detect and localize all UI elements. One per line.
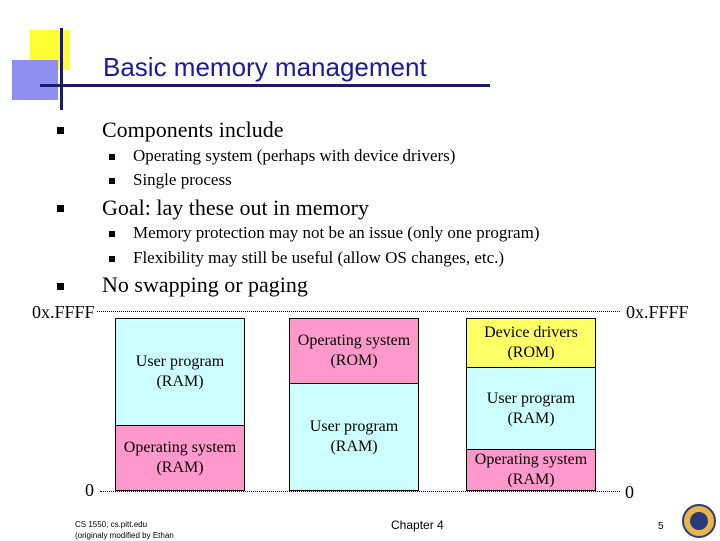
layout1-user-program-label: User program(RAM) — [135, 353, 225, 390]
decor-blue-square — [12, 60, 58, 100]
bullet-goal: Goal: lay these out in memory — [102, 195, 369, 220]
sub-bullet-marker — [109, 256, 115, 262]
decor-horizontal-line — [40, 84, 490, 87]
university-seal-icon — [682, 504, 716, 538]
address-bottom-right: 0 — [625, 482, 634, 502]
layout2-os-label: Operating system(ROM) — [297, 332, 411, 369]
sub-bullet-single-process: Single process — [133, 170, 232, 189]
bullet-marker — [57, 205, 64, 212]
footer-chapter: Chapter 4 — [391, 518, 444, 532]
decor-vertical-line — [60, 28, 63, 110]
address-top-right: 0x.FFFF — [626, 302, 689, 322]
layout2-user-program: User program(RAM) — [289, 383, 419, 491]
seal-center — [690, 512, 708, 530]
footer-course: CS 1550, cs.pitt.edu (originaly modified… — [75, 519, 174, 541]
layout1-user-program: User program(RAM) — [115, 318, 245, 426]
bullet-marker — [57, 283, 64, 290]
page-number: 5 — [658, 521, 664, 532]
bullet-no-swapping: No swapping or paging — [102, 272, 308, 297]
layout2-user-program-label: User program(RAM) — [309, 418, 399, 455]
address-top-left: 0x.FFFF — [32, 302, 95, 322]
sub-bullet-marker — [109, 154, 115, 160]
address-bottom-left: 0 — [85, 480, 94, 500]
layout3-os-label: Operating system(RAM) — [474, 451, 588, 488]
layout3-operating-system: Operating system(RAM) — [466, 449, 596, 491]
layout2-operating-system: Operating system(ROM) — [289, 318, 419, 384]
sub-bullet-memory-protection: Memory protection may not be an issue (o… — [133, 223, 540, 242]
sub-bullet-marker — [109, 231, 115, 237]
sub-bullet-flexibility: Flexibility may still be useful (allow O… — [133, 248, 505, 267]
layout3-user-program-label: User program(RAM) — [486, 389, 576, 427]
sub-bullet-os: Operating system (perhaps with device dr… — [133, 146, 456, 165]
footer-course-line2: (originaly modified by Ethan — [75, 531, 174, 540]
layout3-user-program: User program(RAM) — [466, 367, 596, 450]
bullet-marker — [57, 127, 64, 134]
layout1-operating-system: Operating system(RAM) — [115, 425, 245, 491]
bottom-address-line — [100, 491, 620, 492]
top-address-line — [97, 311, 620, 312]
footer-course-line1: CS 1550, cs.pitt.edu — [75, 520, 148, 529]
slide-title: Basic memory management — [103, 52, 427, 82]
layout3-device-drivers-label: Device drivers(ROM) — [484, 324, 578, 361]
layout1-os-label: Operating system(RAM) — [123, 439, 237, 476]
layout3-device-drivers: Device drivers(ROM) — [466, 318, 596, 368]
bullet-components: Components include — [102, 117, 284, 142]
sub-bullet-marker — [109, 178, 115, 184]
